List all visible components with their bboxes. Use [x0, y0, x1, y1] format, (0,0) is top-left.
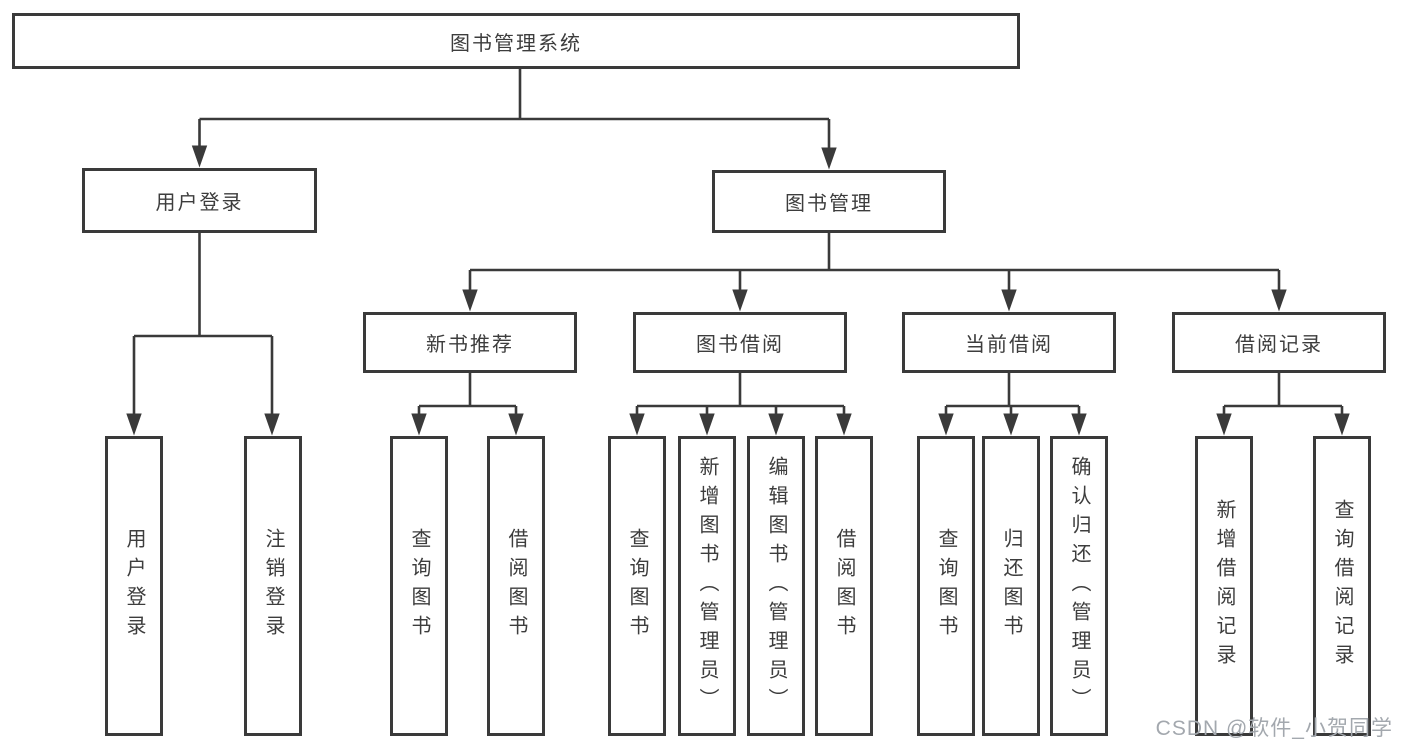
leaf-query-books-recommend: 查询图书 [390, 436, 448, 736]
leaf-borrow-books: 借阅图书 [815, 436, 873, 736]
leaf-add-books-admin: 新增图书（管理员） [678, 436, 736, 736]
leaf-user-login: 用户登录 [105, 436, 163, 736]
node-new-book-recommendation: 新书推荐 [363, 312, 577, 373]
leaf-add-borrow-record: 新增借阅记录 [1195, 436, 1253, 736]
node-borrowing-records: 借阅记录 [1172, 312, 1386, 373]
leaf-edit-books-admin: 编辑图书（管理员） [747, 436, 805, 736]
leaf-query-books-current: 查询图书 [917, 436, 975, 736]
csdn-watermark: CSDN @软件_小贺同学 [1155, 717, 1393, 740]
leaf-confirm-return-admin: 确认归还（管理员） [1050, 436, 1108, 736]
arrowheads [126, 145, 1350, 436]
leaf-return-books: 归还图书 [982, 436, 1040, 736]
leaf-logout: 注销登录 [244, 436, 302, 736]
leaf-query-books-borrowing: 查询图书 [608, 436, 666, 736]
node-current-borrowing: 当前借阅 [902, 312, 1116, 373]
node-user-login: 用户登录 [82, 168, 317, 233]
node-library-management-system: 图书管理系统 [12, 13, 1020, 69]
leaf-query-borrow-record: 查询借阅记录 [1313, 436, 1371, 736]
node-book-management: 图书管理 [712, 170, 946, 233]
leaf-borrow-books-recommend: 借阅图书 [487, 436, 545, 736]
node-book-borrowing: 图书借阅 [633, 312, 847, 373]
